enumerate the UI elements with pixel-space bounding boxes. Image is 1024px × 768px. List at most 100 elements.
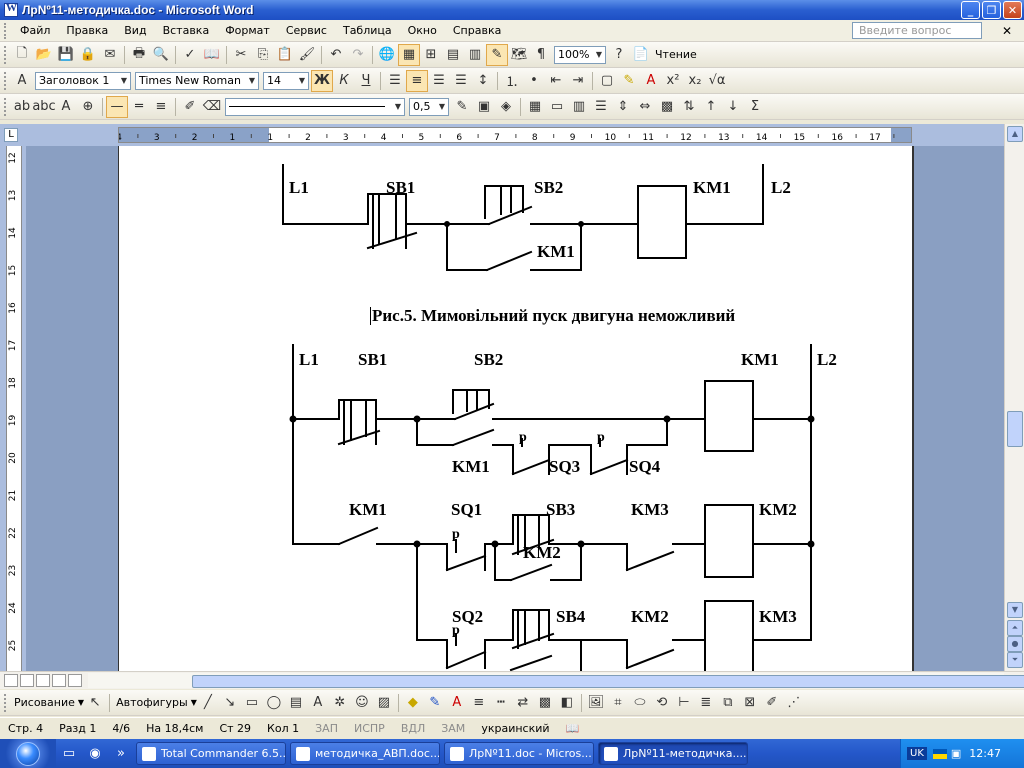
format-painter-icon[interactable]: 🖌 (298, 47, 316, 62)
language-indicator[interactable]: UK (907, 747, 927, 760)
edit-points-icon[interactable]: ⋰ (787, 695, 801, 710)
research-icon[interactable]: 📖 (203, 47, 221, 62)
email-icon[interactable]: ✉ (104, 47, 116, 62)
save-icon[interactable]: 💾 (57, 47, 75, 62)
print-icon[interactable]: 🖶 (132, 45, 146, 61)
table-autoformat-icon[interactable]: ▩ (660, 99, 674, 114)
align-icon[interactable]: ⊢ (678, 695, 690, 710)
hand-drawn-icon[interactable]: ✐ (766, 695, 778, 710)
scroll-up-icon[interactable]: ▲ (1007, 126, 1023, 142)
select-browse-object-icon[interactable]: ● (1007, 636, 1023, 652)
paste-icon[interactable]: 📋 (276, 47, 294, 62)
insert-table-grid-icon[interactable]: ▦ (528, 99, 542, 114)
status-track-changes[interactable]: ИСПР (353, 722, 385, 735)
scroll-thumb[interactable] (1007, 411, 1023, 447)
previous-page-icon[interactable]: ⏶ (1007, 620, 1023, 636)
picture-icon[interactable]: 🖼 (587, 695, 605, 710)
clock[interactable]: 12:47 (969, 747, 1001, 760)
style-select[interactable]: Заголовок 1▼ (35, 71, 131, 90)
network-icon[interactable]: ▣ (950, 747, 962, 760)
border-color-icon[interactable]: ✎ (456, 99, 468, 114)
change-text-direction-icon[interactable]: ⇅ (683, 99, 695, 114)
bullets-icon[interactable]: • (530, 73, 538, 88)
web-layout-icon[interactable] (20, 674, 34, 687)
bold-button[interactable]: Ж (311, 69, 333, 92)
menu-help[interactable]: Справка (452, 24, 502, 37)
spelling-status-icon[interactable]: 📖 (565, 722, 580, 735)
vertical-scrollbar[interactable]: ▲ ▼ ⏶ ● ⏷ (1004, 124, 1024, 671)
superscript-icon[interactable]: x² (666, 73, 680, 88)
underline-button[interactable]: Ч (361, 73, 371, 88)
menu-insert[interactable]: Вставка (162, 24, 210, 37)
line-style-single-icon[interactable]: — (106, 95, 128, 118)
draw-menu-button[interactable]: Рисование (14, 696, 75, 709)
status-section[interactable]: Разд 1 (59, 722, 97, 735)
distribute-columns-icon[interactable]: ⇔ (639, 99, 651, 114)
print-preview-icon[interactable]: 🔍 (152, 47, 170, 62)
redo-icon[interactable]: ↷ (352, 47, 364, 62)
new-document-icon[interactable]: 🗋 (16, 45, 28, 61)
increase-indent-icon[interactable]: ⇥ (572, 73, 584, 88)
line-style-select[interactable]: ▼ (225, 97, 405, 116)
status-overtype[interactable]: ЗАМ (441, 722, 466, 735)
task-total-commander[interactable]: Total Commander 6.5... (136, 742, 286, 765)
font-color-icon[interactable]: A (646, 73, 656, 88)
task-lr11-metodychka[interactable]: ЛрNº11-методичка.... (598, 742, 748, 765)
task-lr11[interactable]: ЛрNº11.doc - Micros... (444, 742, 594, 765)
outline-view-icon[interactable] (52, 674, 66, 687)
horizontal-scroll-thumb[interactable] (192, 675, 1024, 688)
menu-edit[interactable]: Правка (66, 24, 109, 37)
copy-icon[interactable]: ⎘ (257, 47, 269, 62)
cut-icon[interactable]: ✂ (235, 47, 247, 62)
line-style-triple-icon[interactable]: ≡ (155, 99, 167, 114)
italic-button[interactable]: К (339, 73, 349, 88)
align-cell-icon[interactable]: ☰ (595, 99, 607, 114)
toolbar-grip[interactable] (4, 693, 7, 712)
spelling-check-icon[interactable]: ab (13, 99, 31, 114)
fill-color-icon[interactable]: ◆ (407, 695, 418, 710)
3d-style-icon[interactable]: ◧ (560, 695, 574, 710)
clipart-icon[interactable]: ☺ (355, 695, 369, 710)
document-map-icon[interactable]: 🗺 (510, 47, 528, 62)
align-center-icon[interactable]: ≡ (406, 69, 428, 92)
show-hide-icon[interactable]: ¶ (536, 47, 546, 62)
distribute-rows-icon[interactable]: ⇕ (617, 99, 629, 114)
group-icon[interactable]: ⧉ (723, 695, 733, 710)
status-page[interactable]: Стр. 4 (8, 722, 44, 735)
ungroup-icon[interactable]: ⊠ (744, 695, 756, 710)
document-page[interactable]: L1 SB1 SB2 KM1 L2 KM1 Рис.5. Мимовільний… (118, 146, 914, 671)
wordart-icon[interactable]: A (313, 695, 323, 710)
equation-icon[interactable]: √α (708, 73, 726, 88)
subscript-icon[interactable]: x₂ (688, 73, 702, 88)
order-icon[interactable]: ≣ (700, 695, 712, 710)
menu-tools[interactable]: Сервис (285, 24, 327, 37)
font-size-select[interactable]: 14▼ (263, 71, 309, 90)
columns-icon[interactable]: ▥ (468, 47, 482, 62)
toolbar-grip[interactable] (4, 71, 7, 90)
borders-icon[interactable]: ▢ (600, 73, 614, 88)
open-folder-icon[interactable]: 📂 (35, 47, 53, 62)
reading-mode-label[interactable]: Чтение (655, 48, 697, 61)
reading-view-icon[interactable] (68, 674, 82, 687)
menu-table[interactable]: Таблица (342, 24, 392, 37)
draw-table-icon[interactable]: ✐ (184, 99, 196, 114)
horizontal-ruler[interactable]: 43211234567891011121314151617 (118, 127, 912, 143)
text-effects-icon[interactable]: A (61, 99, 71, 114)
zoom-select[interactable]: 100%▼ (554, 45, 606, 64)
dash-style-icon[interactable]: ┅ (496, 695, 505, 710)
ellipse-icon[interactable]: ⬭ (634, 695, 646, 710)
close-button[interactable]: ✕ (1003, 1, 1022, 19)
tab-selector-icon[interactable]: L (4, 128, 18, 142)
scroll-down-icon[interactable]: ▼ (1007, 602, 1023, 618)
status-record[interactable]: ЗАП (315, 722, 338, 735)
arrow-style-icon[interactable]: ⇄ (517, 695, 529, 710)
reading-mode-icon[interactable]: 📄 (632, 47, 650, 62)
quicklaunch-more-icon[interactable]: » (117, 745, 125, 761)
line-spacing-icon[interactable]: ↕ (477, 73, 489, 88)
menu-file[interactable]: Файл (20, 24, 51, 37)
split-cells-icon[interactable]: ▥ (572, 99, 586, 114)
select-objects-icon[interactable]: ↖ (89, 695, 101, 710)
figure5-caption[interactable]: Рис.5. Мимовільний пуск двигуна неможлив… (372, 306, 736, 325)
insert-excel-icon[interactable]: ▤ (446, 47, 460, 62)
